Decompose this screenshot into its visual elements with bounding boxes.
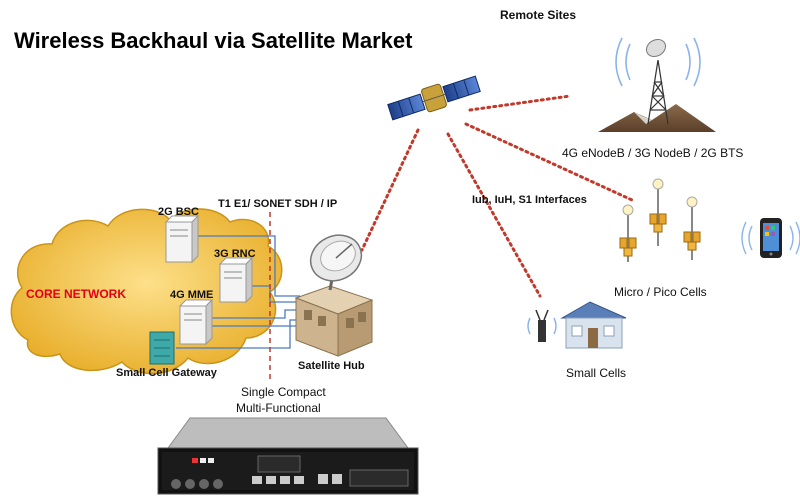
enodeb-label: 4G eNodeB / 3G NodeB / 2G BTS bbox=[562, 146, 744, 160]
link-4g-mme-a bbox=[206, 309, 300, 319]
satellite-hub-label: Satellite Hub bbox=[298, 360, 365, 372]
remote-sites-label: Remote Sites bbox=[500, 8, 577, 22]
3g-rnc-label: 3G RNC bbox=[214, 248, 256, 260]
link-2g-bsc bbox=[192, 235, 300, 297]
core-network-label: CORE NETWORK bbox=[26, 287, 126, 301]
server-4g-mme bbox=[178, 298, 214, 346]
single-compact-label: Single Compact bbox=[241, 385, 326, 399]
2g-bsc-label: 2G BSC bbox=[158, 206, 199, 218]
server-2g-bsc bbox=[164, 214, 200, 264]
link-sat-hub bbox=[360, 128, 420, 252]
smartphone-icon bbox=[741, 218, 800, 258]
remote-site-tower bbox=[598, 37, 716, 132]
small-cells-label: Small Cells bbox=[566, 366, 627, 380]
micro-pico-cells bbox=[619, 178, 701, 262]
pico-cell-1 bbox=[619, 204, 637, 262]
link-sat-micro bbox=[464, 122, 634, 202]
rack-device bbox=[157, 417, 419, 495]
link-sat-remote bbox=[468, 94, 572, 112]
satellite-hub-icon bbox=[294, 234, 374, 357]
pico-cell-3 bbox=[683, 196, 701, 260]
satellite-icon bbox=[387, 75, 481, 121]
4g-mme-label: 4G MME bbox=[170, 289, 214, 301]
server-3g-rnc bbox=[218, 256, 254, 304]
link-gateway bbox=[176, 319, 300, 349]
link-sat-small bbox=[446, 132, 542, 298]
pico-cell-2 bbox=[649, 178, 667, 246]
small-cell-gateway-icon bbox=[149, 331, 175, 365]
satellite-links bbox=[360, 94, 634, 298]
iub-interfaces-label: Iub, IuH, S1 Interfaces bbox=[472, 194, 587, 206]
multi-functional-label: Multi-Functional bbox=[236, 401, 321, 415]
small-cells-house bbox=[527, 301, 627, 349]
micro-pico-cells-label: Micro / Pico Cells bbox=[614, 285, 707, 299]
diagram-title: Wireless Backhaul via Satellite Market bbox=[14, 28, 413, 53]
t1-interfaces-label: T1 E1/ SONET SDH / IP bbox=[218, 198, 338, 210]
small-cell-gateway-label: Small Cell Gateway bbox=[116, 367, 217, 379]
core-network-cloud bbox=[10, 208, 283, 375]
